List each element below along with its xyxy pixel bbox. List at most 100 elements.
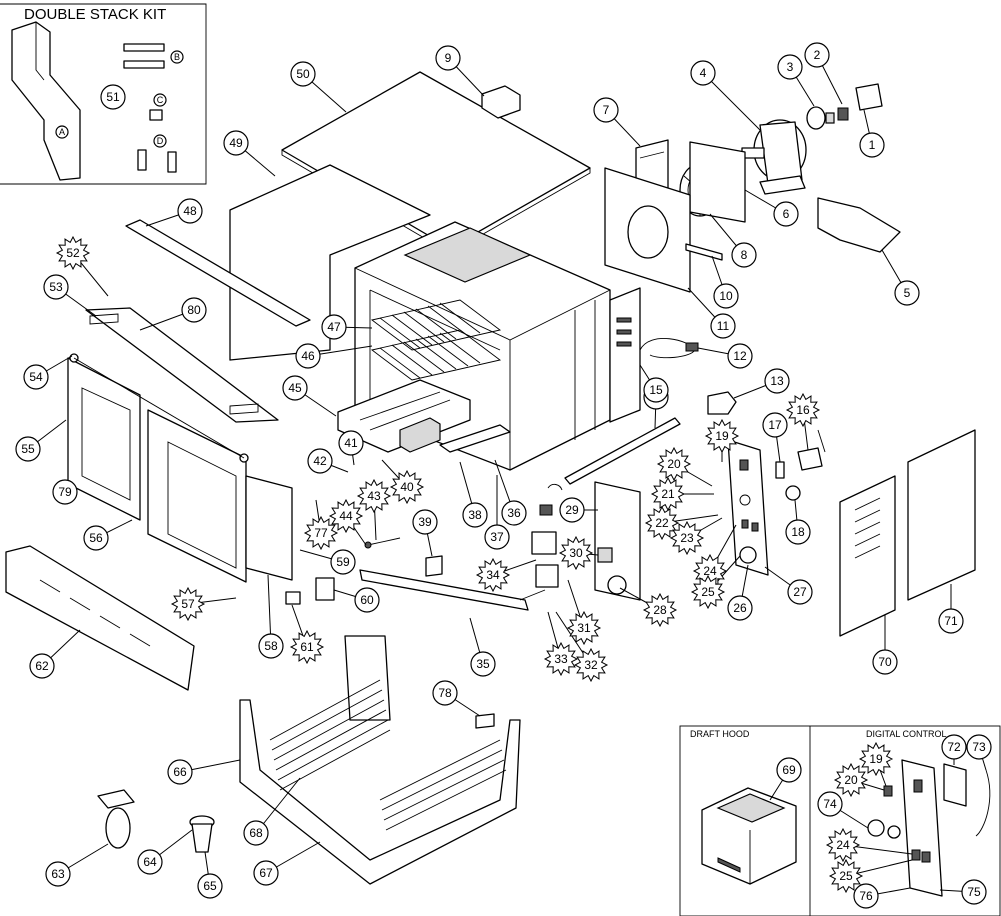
callout-circle-badge <box>197 873 223 899</box>
callout-53: 53 <box>43 274 69 300</box>
callout-number: 24 <box>703 564 717 578</box>
callout-30: 30 <box>558 535 594 571</box>
callout-number: 80 <box>187 303 201 317</box>
callout-star-badge <box>642 592 678 628</box>
callout-number: 20 <box>844 773 858 787</box>
callout-star-badge <box>573 647 609 683</box>
callout-circle-badge <box>177 198 203 224</box>
callout-star-badge <box>669 520 705 556</box>
callout-number: 18 <box>791 525 805 539</box>
callout-39: 39 <box>412 509 438 535</box>
callout-number: 54 <box>29 370 43 384</box>
switch-16 <box>797 429 826 471</box>
callout-circle-badge <box>710 313 736 339</box>
callout-22: 22 <box>644 505 680 541</box>
callout-number: 2 <box>814 48 821 62</box>
digital-switch-20 <box>883 785 893 797</box>
callout-12: 12 <box>727 343 753 369</box>
callout-68: 68 <box>243 820 269 846</box>
callout-28: 28 <box>642 592 678 628</box>
callout-number: 28 <box>653 603 667 617</box>
option-inset: DRAFT HOOD DIGITAL CONTROL <box>679 725 1001 916</box>
callout-circle-badge <box>773 201 799 227</box>
callout-circle-badge <box>817 791 843 817</box>
hinge-61 <box>285 591 301 605</box>
callout-number: 72 <box>947 740 961 754</box>
callout-44: 44 <box>328 498 364 534</box>
callout-number: 68 <box>249 826 263 840</box>
callout-number: 31 <box>577 621 591 635</box>
callout-78: 78 <box>432 680 458 706</box>
callout-number: 61 <box>300 640 314 654</box>
callout-circle-badge <box>29 653 55 679</box>
callout-1: 1 <box>859 132 885 158</box>
callout-42: 42 <box>307 448 333 474</box>
callout-star-badge <box>644 505 680 541</box>
callout-number: 25 <box>839 869 853 883</box>
callout-circle-badge <box>100 84 126 110</box>
callout-circle-badge <box>338 430 364 456</box>
callout-circle-badge <box>941 734 967 760</box>
kickplate-62 <box>5 545 195 691</box>
callout-number: 38 <box>468 508 482 522</box>
callout-number: 41 <box>344 436 358 450</box>
callout-76: 76 <box>853 883 879 909</box>
callout-79: 79 <box>52 479 78 505</box>
callout-star-badge <box>704 418 740 454</box>
callout-circle-badge <box>894 280 920 306</box>
callout-number: 71 <box>944 614 958 628</box>
digital-board-72 <box>943 763 967 807</box>
callout-number: 10 <box>719 289 733 303</box>
leg-64-65 <box>189 815 215 853</box>
callout-circle-badge <box>167 759 193 785</box>
callout-13: 13 <box>764 368 790 394</box>
callout-9: 9 <box>435 45 461 71</box>
callout-number: 56 <box>89 531 103 545</box>
stack-kit-brackets-d: D <box>137 134 177 173</box>
callout-25: 25 <box>690 574 726 610</box>
callout-number: 15 <box>649 383 663 397</box>
callout-number: 17 <box>768 418 782 432</box>
callout-number: 64 <box>143 855 157 869</box>
callout-number: 67 <box>259 866 273 880</box>
callout-number: 23 <box>680 531 694 545</box>
door-panel-58 <box>245 475 293 581</box>
callout-star-badge <box>389 469 425 505</box>
callout-51: 51 <box>100 84 126 110</box>
callout-number: 6 <box>783 207 790 221</box>
callout-star-badge <box>289 629 325 665</box>
stack-kit-clip-c: C <box>149 93 167 121</box>
callout-70: 70 <box>872 649 898 675</box>
callout-15: 15 <box>643 377 669 403</box>
callout-number: 7 <box>603 103 610 117</box>
callout-47: 47 <box>321 314 347 340</box>
side-panel-71 <box>907 429 976 601</box>
callout-number: 29 <box>565 503 579 517</box>
callout-circle-badge <box>804 42 830 68</box>
callout-star-badge <box>356 478 392 514</box>
callout-circle-badge <box>727 595 753 621</box>
callout-21: 21 <box>650 476 686 512</box>
callout-number: 53 <box>49 280 63 294</box>
callout-number: 13 <box>770 374 784 388</box>
callout-number: 16 <box>796 403 810 417</box>
digital-cable-73 <box>975 769 991 837</box>
callout-number: 44 <box>339 509 353 523</box>
callout-number: 45 <box>288 381 302 395</box>
callout-19: 19 <box>858 741 894 777</box>
callout-43: 43 <box>356 478 392 514</box>
callout-55: 55 <box>15 436 41 462</box>
callout-circle-badge <box>501 500 527 526</box>
callout-number: 35 <box>476 657 490 671</box>
gas-valve-assembly <box>531 483 563 588</box>
bracket-5 <box>817 197 901 253</box>
callout-circle-badge <box>593 97 619 123</box>
bracket-78 <box>475 713 495 729</box>
callout-circle-badge <box>52 479 78 505</box>
callout-circle-badge <box>966 734 992 760</box>
callout-16: 16 <box>785 392 821 428</box>
callout-circle-badge <box>23 364 49 390</box>
callout-48: 48 <box>177 198 203 224</box>
callout-number: 42 <box>313 454 327 468</box>
callout-5: 5 <box>894 280 920 306</box>
